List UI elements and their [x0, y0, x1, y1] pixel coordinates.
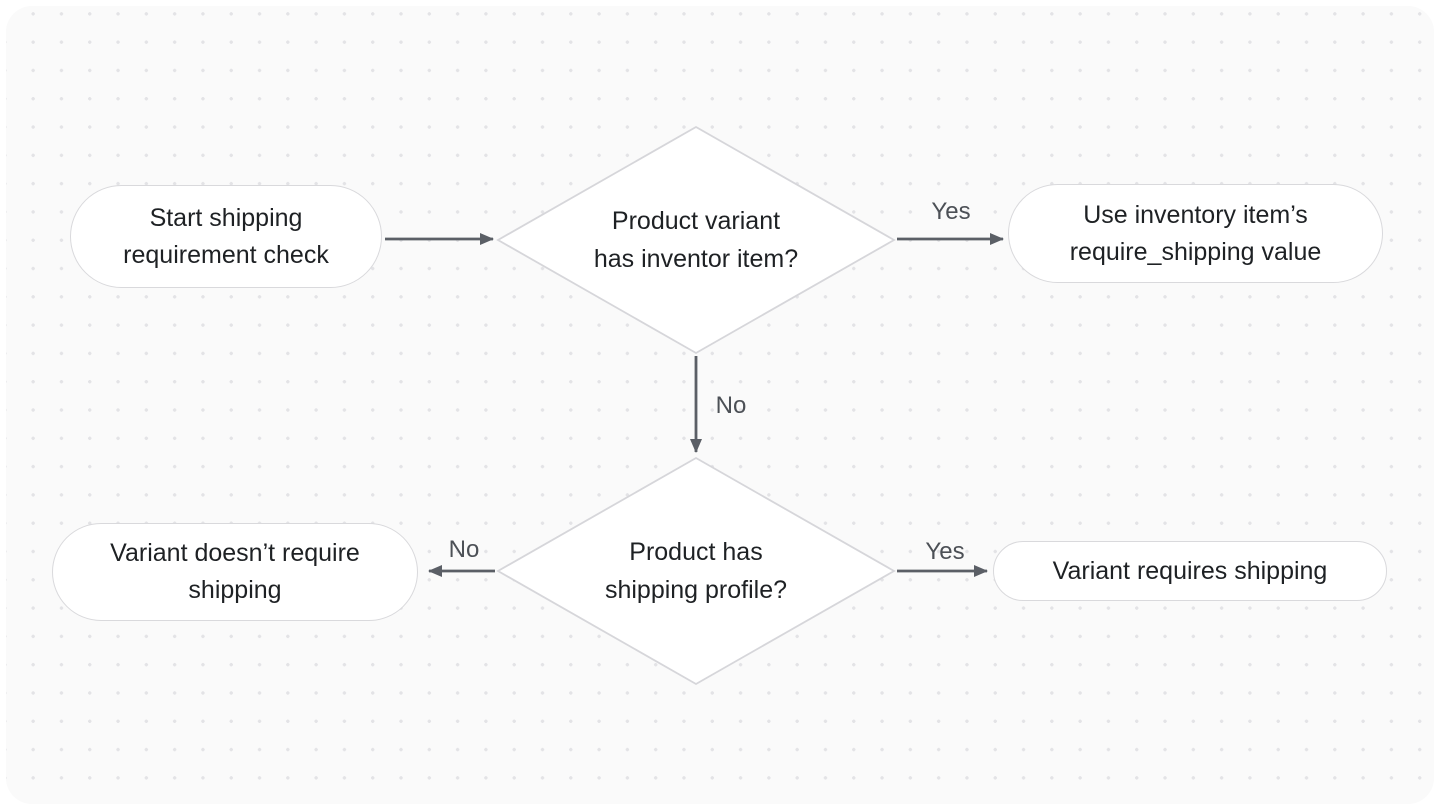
node-requires-shipping: Variant requires shipping [993, 541, 1387, 601]
edge-label-no-left: No [448, 536, 480, 563]
edge-label-yes-right: Yes [925, 538, 965, 565]
decision1-line2: has inventor item? [593, 245, 799, 273]
decision2-label: Product has shipping profile? [498, 458, 894, 684]
decision1-label: Product variant has inventor item? [498, 127, 894, 353]
node-use-inventory-value: Use inventory item’s require_shipping va… [1008, 184, 1383, 283]
decision1-line1: Product variant [611, 207, 781, 235]
edge-label-yes-top: Yes [931, 198, 971, 225]
node-no-shipping-line2: shipping [188, 576, 282, 604]
node-use-inventory-line1: Use inventory item’s [1083, 200, 1308, 229]
node-no-shipping: Variant doesn’t require shipping [52, 523, 418, 621]
node-requires-shipping-line1: Variant requires shipping [1052, 556, 1328, 585]
node-start: Start shipping requirement check [70, 185, 382, 288]
decision2-line1: Product has [629, 538, 763, 566]
node-start-line1: Start shipping [149, 203, 303, 232]
edge-label-no-middle: No [715, 392, 747, 419]
node-use-inventory-line2: require_shipping value [1069, 237, 1322, 266]
node-no-shipping-line1: Variant doesn’t require [110, 539, 360, 567]
decision2-line2: shipping profile? [604, 576, 788, 604]
node-start-line2: requirement check [123, 240, 329, 269]
